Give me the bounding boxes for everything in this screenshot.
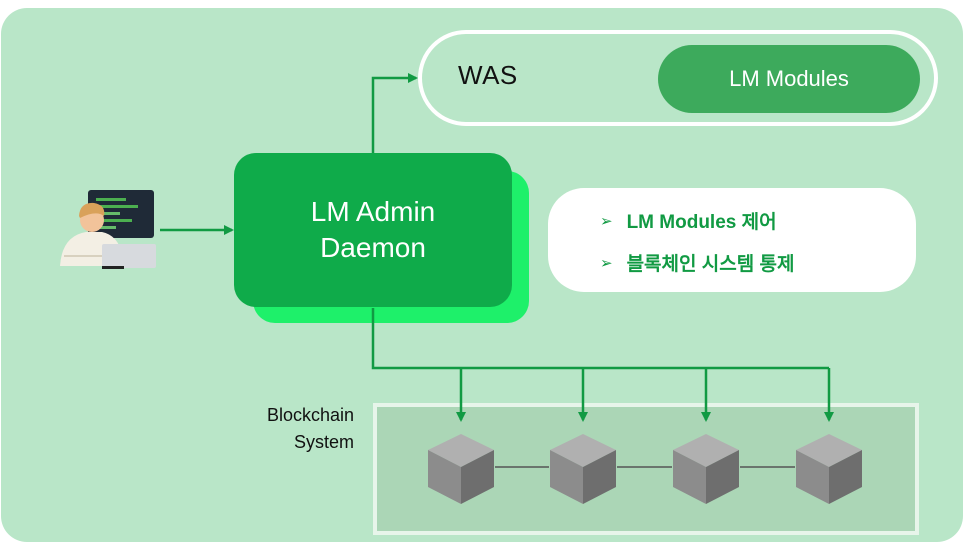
was-label: WAS bbox=[458, 60, 518, 90]
daemon-to-chain-trunk bbox=[371, 308, 829, 370]
feature-text: 블록체인 시스템 통제 bbox=[626, 254, 795, 275]
blockchain-label-line2: System bbox=[293, 432, 354, 452]
arrow-bullet-icon: ➢ bbox=[600, 212, 613, 230]
feature-callout bbox=[548, 188, 916, 292]
was-container bbox=[418, 30, 938, 126]
daemon-to-was-arrow bbox=[371, 73, 418, 153]
blockchain-cube-icon bbox=[550, 434, 616, 504]
blockchain-label-line1: Blockchain bbox=[266, 405, 354, 425]
feature-text: LM Modules 제어 bbox=[626, 212, 777, 233]
blockchain-cube-icon bbox=[428, 434, 494, 504]
blockchain-cube-icon bbox=[673, 434, 739, 504]
blockchain-system-label: Blockchain System bbox=[230, 402, 354, 456]
arrow-bullet-icon: ➢ bbox=[600, 254, 613, 272]
blockchain-cube-icon bbox=[796, 434, 862, 504]
feature-item-system: ➢ 블록체인 시스템 통제 bbox=[600, 249, 794, 276]
developer-at-laptop-icon bbox=[60, 190, 156, 269]
daemon-title-line1: LM Admin bbox=[310, 196, 436, 227]
lm-modules-pill: LM Modules bbox=[658, 45, 920, 113]
lm-admin-daemon-box: LM Admin Daemon bbox=[234, 153, 512, 307]
feature-item-control: ➢ LM Modules 제어 bbox=[600, 207, 777, 234]
daemon-title-line2: Daemon bbox=[320, 232, 426, 263]
